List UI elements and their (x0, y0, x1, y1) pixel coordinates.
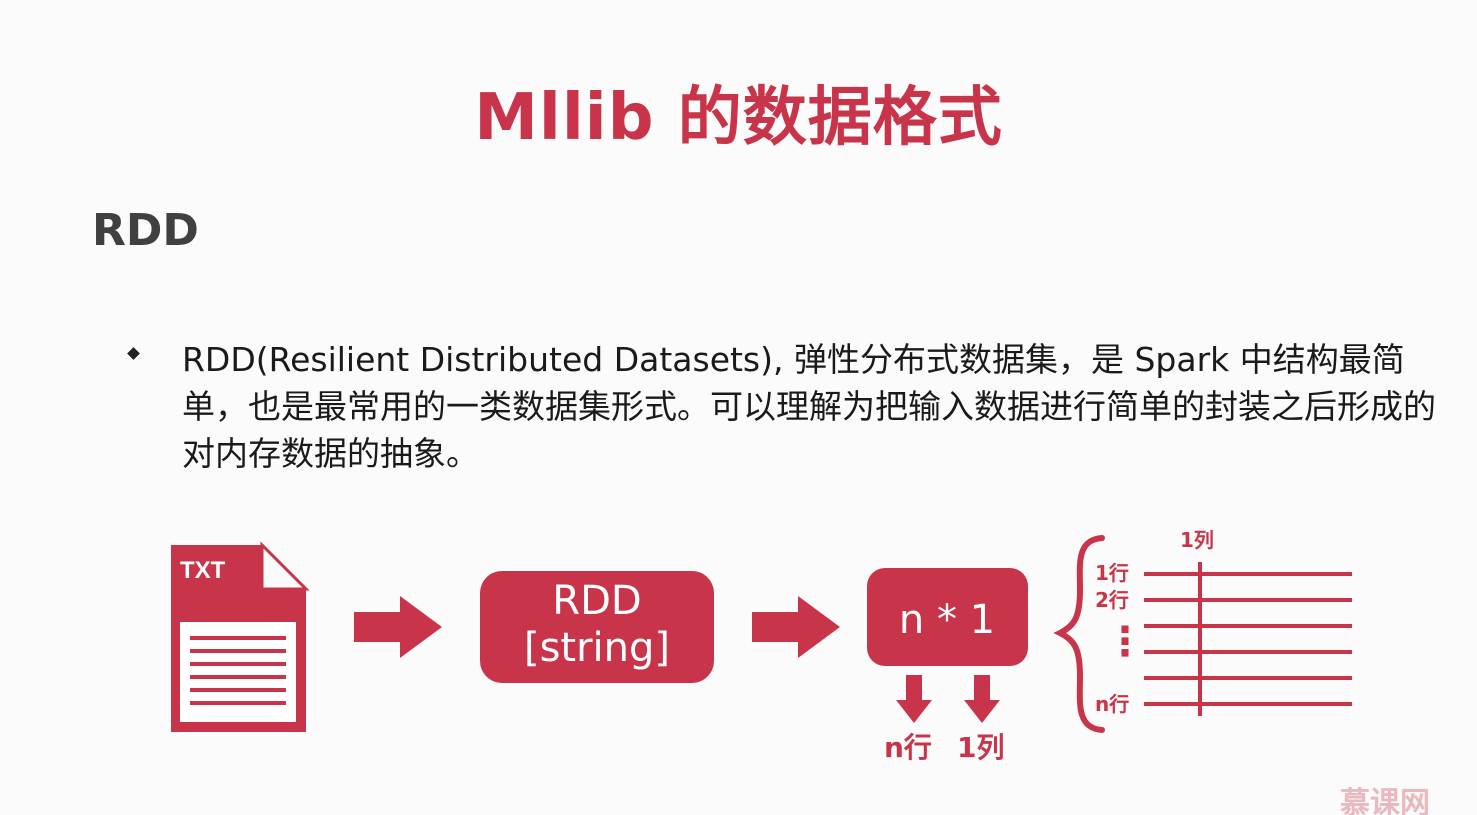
rdd-type-label: [string] (524, 625, 670, 671)
rdd-label: RDD (552, 578, 641, 624)
arrow-right-icon (752, 596, 840, 658)
arrow-right-icon (354, 596, 442, 658)
table-grid (1144, 562, 1352, 716)
arrow-down-icon (896, 675, 932, 723)
section-heading: RDD (92, 205, 199, 256)
vertical-ellipsis: ⋮ (1105, 619, 1145, 665)
table-row-label: 2行 (1095, 588, 1129, 612)
arrow-down-icon (964, 675, 1000, 723)
file-label: TXT (180, 557, 226, 584)
brace-shape (1053, 535, 1105, 733)
table-row-label: 1行 (1095, 561, 1129, 585)
table-row-label: n行 (1095, 692, 1129, 716)
slide-title: Mllib 的数据格式 (474, 81, 1003, 155)
table-col-label: 1列 (1180, 528, 1214, 552)
txt-file-icon: TXT (171, 541, 310, 732)
rdd-box: RDD [string] (480, 571, 714, 683)
watermark-logo: 慕课网 (1340, 786, 1430, 815)
matrix-box: n * 1 (867, 568, 1028, 666)
rows-label: n行 (884, 731, 932, 764)
matrix-label: n * 1 (899, 597, 995, 643)
bullet-text: RDD(Resilient Distributed Datasets), 弹性分… (182, 340, 1436, 473)
cols-label: 1列 (957, 731, 1004, 764)
